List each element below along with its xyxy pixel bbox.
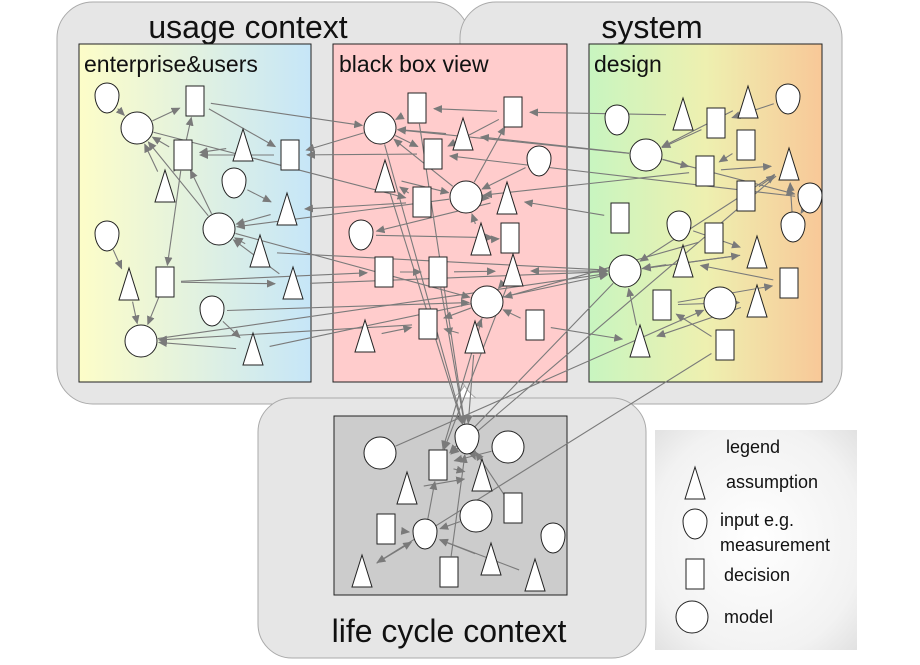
decision-node (707, 108, 725, 138)
input-node (541, 523, 565, 553)
legend-assumption-label: assumption (726, 472, 818, 492)
decision-node (408, 93, 426, 123)
usage-context-title: usage context (148, 9, 347, 45)
design-title: design (594, 51, 662, 77)
decision-node (413, 187, 431, 217)
decision-node (737, 181, 755, 211)
legend-model-label: model (724, 607, 773, 627)
decision-node (174, 140, 192, 170)
input-node (95, 221, 119, 251)
input-node (781, 212, 805, 242)
legend-decision-label: decision (724, 565, 790, 585)
decision-node (611, 203, 629, 233)
decision-node (686, 559, 704, 589)
decision-node (419, 309, 437, 339)
decision-node (780, 268, 798, 298)
decision-node (501, 223, 519, 253)
decision-node (696, 156, 714, 186)
model-node (676, 601, 708, 633)
model-node (630, 139, 662, 171)
decision-node (156, 267, 174, 297)
decision-node (377, 514, 395, 544)
legend-input-label-line1: input e.g. (720, 510, 794, 530)
enterprise-users-title: enterprise&users (84, 51, 258, 77)
model-node (704, 287, 736, 319)
edge-arrow (307, 154, 417, 155)
model-node (492, 431, 524, 463)
decision-node (424, 139, 442, 169)
input-node (222, 168, 246, 198)
legend-input-label-line2: measurement (720, 535, 830, 555)
decision-node (716, 330, 734, 360)
decision-node (375, 257, 393, 287)
decision-node (737, 130, 755, 160)
model-node (460, 500, 492, 532)
input-node (349, 220, 373, 250)
input-node (527, 146, 551, 176)
legend-title: legend (726, 437, 780, 457)
model-node (125, 325, 157, 357)
decision-node (440, 557, 458, 587)
model-node (609, 255, 641, 287)
decision-node (429, 450, 447, 480)
input-node (667, 211, 691, 241)
decision-node (429, 257, 447, 287)
model-node (121, 112, 153, 144)
input-node (455, 424, 479, 454)
decision-node (504, 97, 522, 127)
decision-node (281, 140, 299, 170)
input-node (413, 519, 437, 549)
decision-node (653, 290, 671, 320)
input-node (605, 105, 629, 135)
model-node (471, 286, 503, 318)
decision-node (186, 86, 204, 116)
system-title: system (601, 9, 702, 45)
input-node (798, 183, 822, 213)
input-node (95, 83, 119, 113)
model-node (450, 181, 482, 213)
input-node (776, 84, 800, 114)
decision-node (705, 223, 723, 253)
edge-arrow (454, 271, 495, 272)
decision-node (526, 310, 544, 340)
decision-node (504, 493, 522, 523)
black-box-view-title: black box view (339, 51, 489, 77)
input-node (200, 296, 224, 326)
life-cycle-context-title: life cycle context (332, 613, 567, 649)
input-node (683, 509, 707, 539)
model-node (364, 437, 396, 469)
model-node (364, 112, 396, 144)
model-node (203, 213, 235, 245)
